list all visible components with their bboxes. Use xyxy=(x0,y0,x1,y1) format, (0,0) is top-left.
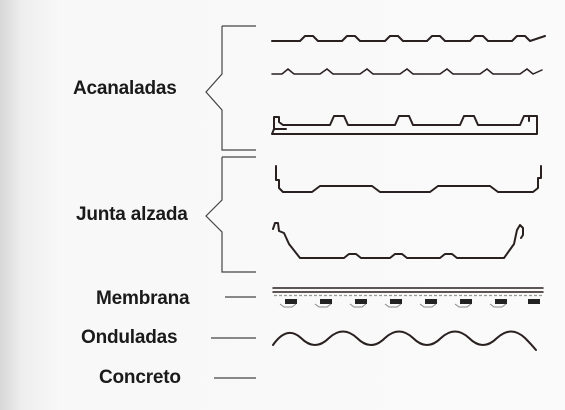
label-concreto: Concreto xyxy=(99,367,181,388)
bracket-acanaladas xyxy=(205,25,256,151)
label-acanaladas: Acanaladas xyxy=(73,78,177,99)
label-junta-alzada: Junta alzada xyxy=(76,204,188,225)
label-membrana: Membrana xyxy=(96,288,190,309)
profile-acanaladas-3 xyxy=(271,115,538,135)
profile-junta-alzada-1 xyxy=(275,165,542,193)
profile-onduladas xyxy=(272,330,537,351)
profile-acanaladas-1 xyxy=(271,35,546,42)
bracket-junta-alzada xyxy=(205,156,256,273)
label-onduladas: Onduladas xyxy=(81,327,178,348)
profile-acanaladas-2 xyxy=(271,68,543,75)
profile-junta-alzada-2 xyxy=(272,222,524,259)
profile-membrana xyxy=(272,287,544,308)
